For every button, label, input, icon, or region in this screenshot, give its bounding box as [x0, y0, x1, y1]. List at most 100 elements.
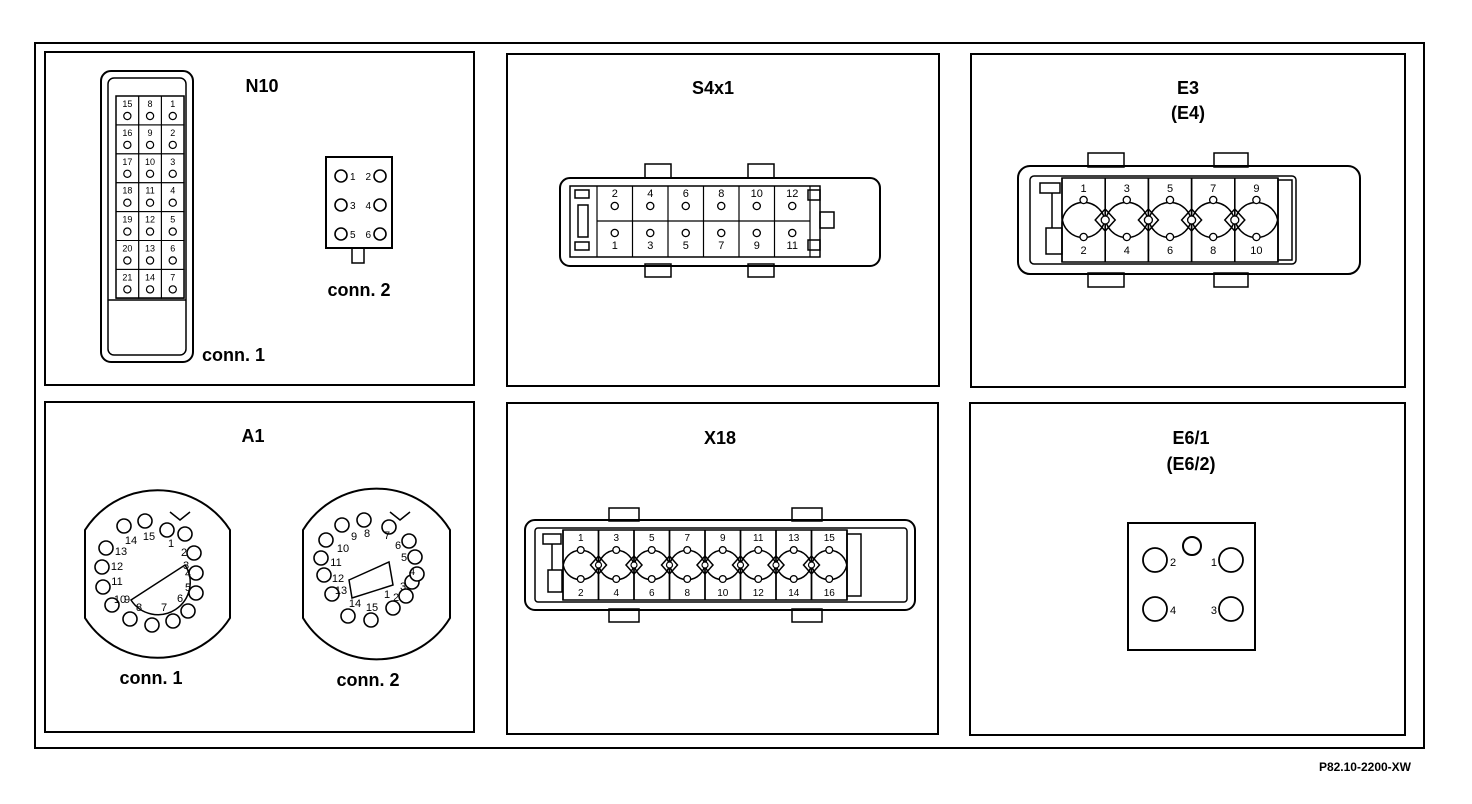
- e3-diamond-key: [1223, 207, 1246, 233]
- n10-conn1-pin-label: 18: [122, 186, 132, 196]
- s4x1-key: [819, 211, 835, 229]
- a1-conn2-pin-label: 12: [332, 573, 344, 585]
- x18-housing-outer: [524, 519, 916, 611]
- n10-conn1-pin-hole: [168, 111, 177, 121]
- e3-right-rib: [1277, 179, 1293, 261]
- e6-housing: [1127, 522, 1256, 651]
- x18-pin-hole: [683, 574, 692, 584]
- x18-pin-hole: [754, 574, 763, 584]
- e6-pin-hole: [1218, 596, 1244, 622]
- x18-left-guide-bottom: [547, 569, 563, 593]
- a1-conn2-pin-label: 5: [401, 552, 407, 564]
- e3-pin-label: 10: [1250, 245, 1262, 257]
- x18-pin-label: 2: [578, 588, 584, 599]
- e6-pin-hole: [1218, 547, 1244, 573]
- a1-conn2-pin-hole: [385, 600, 401, 616]
- s4x1-latch-bottom-left: [644, 263, 672, 278]
- panel-a1-title: A1: [241, 426, 264, 446]
- a1-conn1-pin-hole: [177, 526, 193, 542]
- a1-conn1-pin-label: 9: [124, 594, 130, 606]
- n10-conn2-pin-label: 4: [365, 201, 371, 212]
- s4x1-pin-label: 3: [647, 240, 653, 252]
- figure-reference: P82.10-2200-XW: [1319, 760, 1412, 774]
- e3-latch-bottom-left: [1087, 272, 1125, 288]
- e3-pin-label: 1: [1081, 183, 1087, 195]
- a1-conn1-pin-hole: [98, 540, 114, 556]
- n10-conn1-pin-hole: [123, 169, 132, 178]
- n10-conn1-pin-hole: [145, 256, 155, 265]
- n10-conn1-label: conn. 1: [202, 345, 265, 365]
- n10-conn1-pin-hole: [123, 111, 132, 121]
- e3-pin-label: 7: [1210, 183, 1216, 195]
- n10-conn1-pin-hole: [168, 140, 177, 150]
- x18-pin-label: 4: [613, 588, 619, 599]
- a1-conn1-pin-label: 2: [181, 547, 187, 559]
- n10-conn2-pin-hole: [334, 169, 348, 183]
- n10-conn1-pin-hole: [145, 285, 155, 294]
- n10-conn1-cell: [160, 268, 185, 299]
- x18-pin-label: 10: [717, 588, 729, 599]
- outer-frame: [34, 42, 1425, 749]
- a1-conn2-pin-hole: [324, 586, 340, 602]
- e3-pin-label: 3: [1124, 183, 1130, 195]
- s4x1-pin-hole: [788, 201, 797, 211]
- e3-pin-hole: [1165, 195, 1175, 205]
- e3-latch-top-right: [1213, 152, 1249, 168]
- s4x1-latch-top-right: [747, 163, 775, 179]
- n10-conn1-pin-label: 8: [148, 99, 153, 109]
- x18-pin-label: 15: [824, 533, 836, 544]
- n10-conn1-housing-inner: [107, 77, 187, 356]
- n10-conn1-pin-label: 13: [145, 244, 155, 254]
- s4x1-pin-hole: [752, 228, 762, 238]
- s4x1-pin-label: 8: [718, 188, 724, 200]
- n10-conn1-pin-label: 5: [170, 215, 175, 225]
- n10-conn1-pin-hole: [123, 198, 132, 207]
- x18-pin-hole: [612, 545, 621, 555]
- x18-pin-label: 16: [824, 588, 836, 599]
- a1-conn2-pin-label: 7: [384, 530, 390, 542]
- x18-pin-hole: [754, 545, 763, 555]
- x18-pin-label: 1: [578, 533, 584, 544]
- e3-housing-outer: [1017, 165, 1361, 275]
- a1-conn2-pin-hole: [313, 550, 329, 566]
- x18-diamond-key: [589, 554, 608, 576]
- a1-conn1-pin-hole: [186, 545, 202, 561]
- x18-pin-hole: [825, 545, 834, 555]
- s4x1-pin-label: 4: [647, 188, 653, 200]
- a1-conn1-pin-hole: [165, 613, 181, 629]
- n10-conn1-pin-label: 9: [148, 128, 153, 138]
- x18-diamond-key: [731, 554, 750, 576]
- x18-key-hole: [665, 561, 674, 569]
- x18-diamond-key: [624, 554, 644, 576]
- n10-conn1-pin-label: 11: [145, 186, 154, 196]
- n10-conn2-pin-label: 2: [365, 172, 371, 183]
- n10-conn1-pin-hole: [123, 285, 132, 294]
- x18-pin-hole: [612, 574, 621, 584]
- n10-conn1-pin-label: 21: [122, 272, 132, 282]
- s4x1-housing-outer: [559, 177, 881, 267]
- s4x1-pin-label: 6: [683, 188, 689, 200]
- a1-conn2-pin-hole: [398, 588, 414, 604]
- s4x1-pin-label: 1: [612, 240, 618, 252]
- e3-pin-hole: [1079, 195, 1088, 205]
- panel-s4x1-title: S4x1: [692, 78, 734, 98]
- n10-conn2-pin-hole: [334, 198, 348, 212]
- a1-conn2-pin-label: 14: [349, 598, 361, 610]
- a1-conn1-pin-hole: [188, 585, 204, 601]
- panel-x18-title: X18: [704, 428, 736, 448]
- a1-conn2-pin-label: 4: [409, 566, 415, 578]
- panel-e6-title: E6/1: [1172, 428, 1209, 448]
- a1-conn2-pin-hole: [316, 567, 332, 583]
- x18-pin-hole: [647, 545, 656, 555]
- a1-conn1-pin-label: 10: [114, 594, 126, 606]
